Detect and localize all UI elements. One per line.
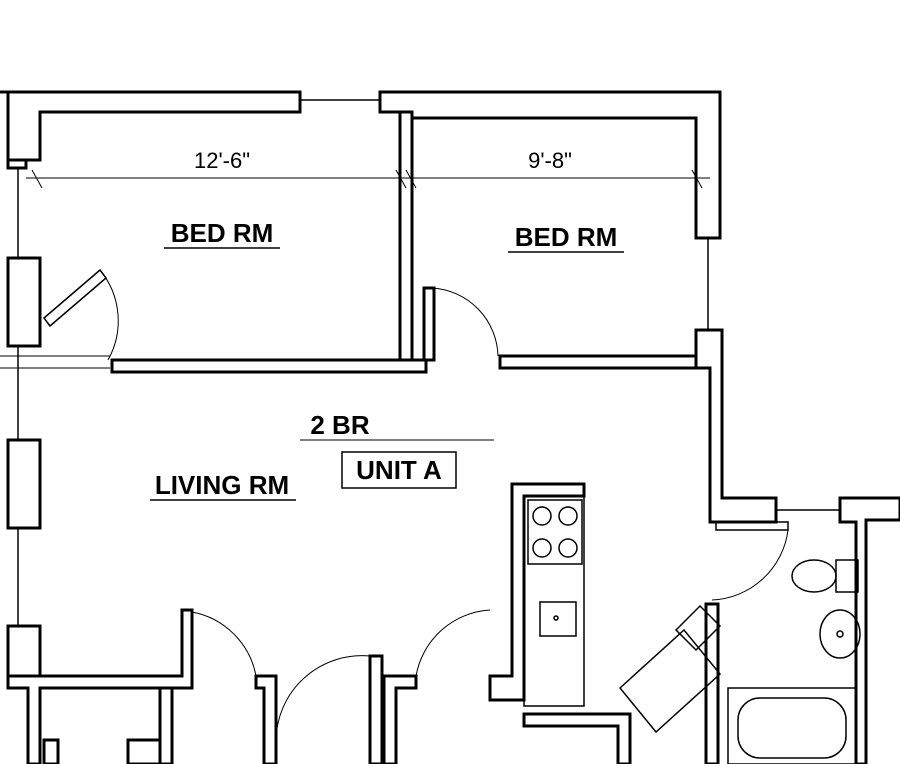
walls: [0, 90, 900, 764]
wall-right-upper: [694, 328, 778, 524]
bed2-door-jamb: [422, 286, 436, 362]
kitchen-counter: [523, 495, 585, 707]
dim-tick-1: [31, 169, 43, 189]
bedroom-1-dimension: 12'-6": [194, 148, 250, 173]
wall-entry-right: [368, 654, 384, 764]
left-wall-a: [6, 158, 28, 170]
bath-door-swing: [711, 529, 789, 601]
closet2-door-swing: [415, 609, 491, 677]
toilet-bowl: [791, 559, 837, 593]
wall-closet-1: [158, 686, 174, 764]
wall-bath-left: [704, 602, 720, 764]
lavatory: [819, 609, 861, 659]
unit-name-label: UNIT A: [356, 455, 442, 485]
toilet-tank: [835, 559, 859, 593]
burner-1: [532, 506, 552, 526]
kitchen-sink: [539, 601, 577, 637]
range: [527, 499, 583, 565]
bed1-door-leaf: [42, 268, 108, 328]
wall-bottom-left: [6, 608, 194, 764]
sink-drain: [553, 615, 559, 621]
left-wall-c: [6, 438, 42, 530]
bathtub: [727, 687, 857, 764]
wall-bed1-bottom: [110, 358, 428, 374]
bathroom: [727, 559, 861, 764]
wall-stub-2: [126, 738, 162, 764]
burner-3: [532, 538, 552, 558]
entry-door-swing: [275, 655, 371, 741]
wall-bed2-bottom: [498, 354, 724, 370]
bed1-door-swing: [99, 269, 119, 361]
dimensions: 12'-6" 9'-8": [26, 148, 710, 189]
bedroom-2-dimension: 9'-8": [528, 148, 572, 173]
unit-name-box: [341, 451, 457, 489]
living-room-label: LIVING RM: [155, 470, 289, 500]
labels: BED RM BED RM 2 BR UNIT A LIVING RM: [150, 218, 624, 501]
burner-4: [558, 538, 578, 558]
wall-kitchen-bottom: [522, 712, 632, 764]
wall-kitchen-left: [488, 482, 586, 702]
bedroom-2-label: BED RM: [515, 222, 618, 252]
wall-stub-1: [42, 738, 60, 764]
burner-2: [558, 506, 578, 526]
bath-door-leaf: [715, 521, 789, 531]
lavatory-drain: [836, 630, 844, 638]
dim-tick-4: [691, 169, 703, 189]
left-wall-b: [6, 256, 42, 348]
refrigerator-door: [674, 604, 722, 652]
unit-type-label: 2 BR: [310, 410, 369, 440]
dim-tick-3: [405, 169, 417, 189]
bed2-door-swing: [431, 287, 499, 357]
bathtub-basin: [737, 697, 847, 759]
wall-closet-3: [382, 674, 418, 764]
kitchen: [523, 495, 722, 734]
wall-top-left: [0, 90, 302, 162]
wall-bed-divider: [398, 110, 414, 372]
refrigerator: [618, 628, 722, 734]
dim-tick-2: [395, 169, 407, 189]
doors: [42, 268, 789, 741]
wall-closet-2: [254, 674, 278, 764]
bedroom-1-label: BED RM: [171, 218, 274, 248]
closet1-door-swing: [191, 611, 257, 677]
wall-bath-top: [838, 496, 900, 764]
